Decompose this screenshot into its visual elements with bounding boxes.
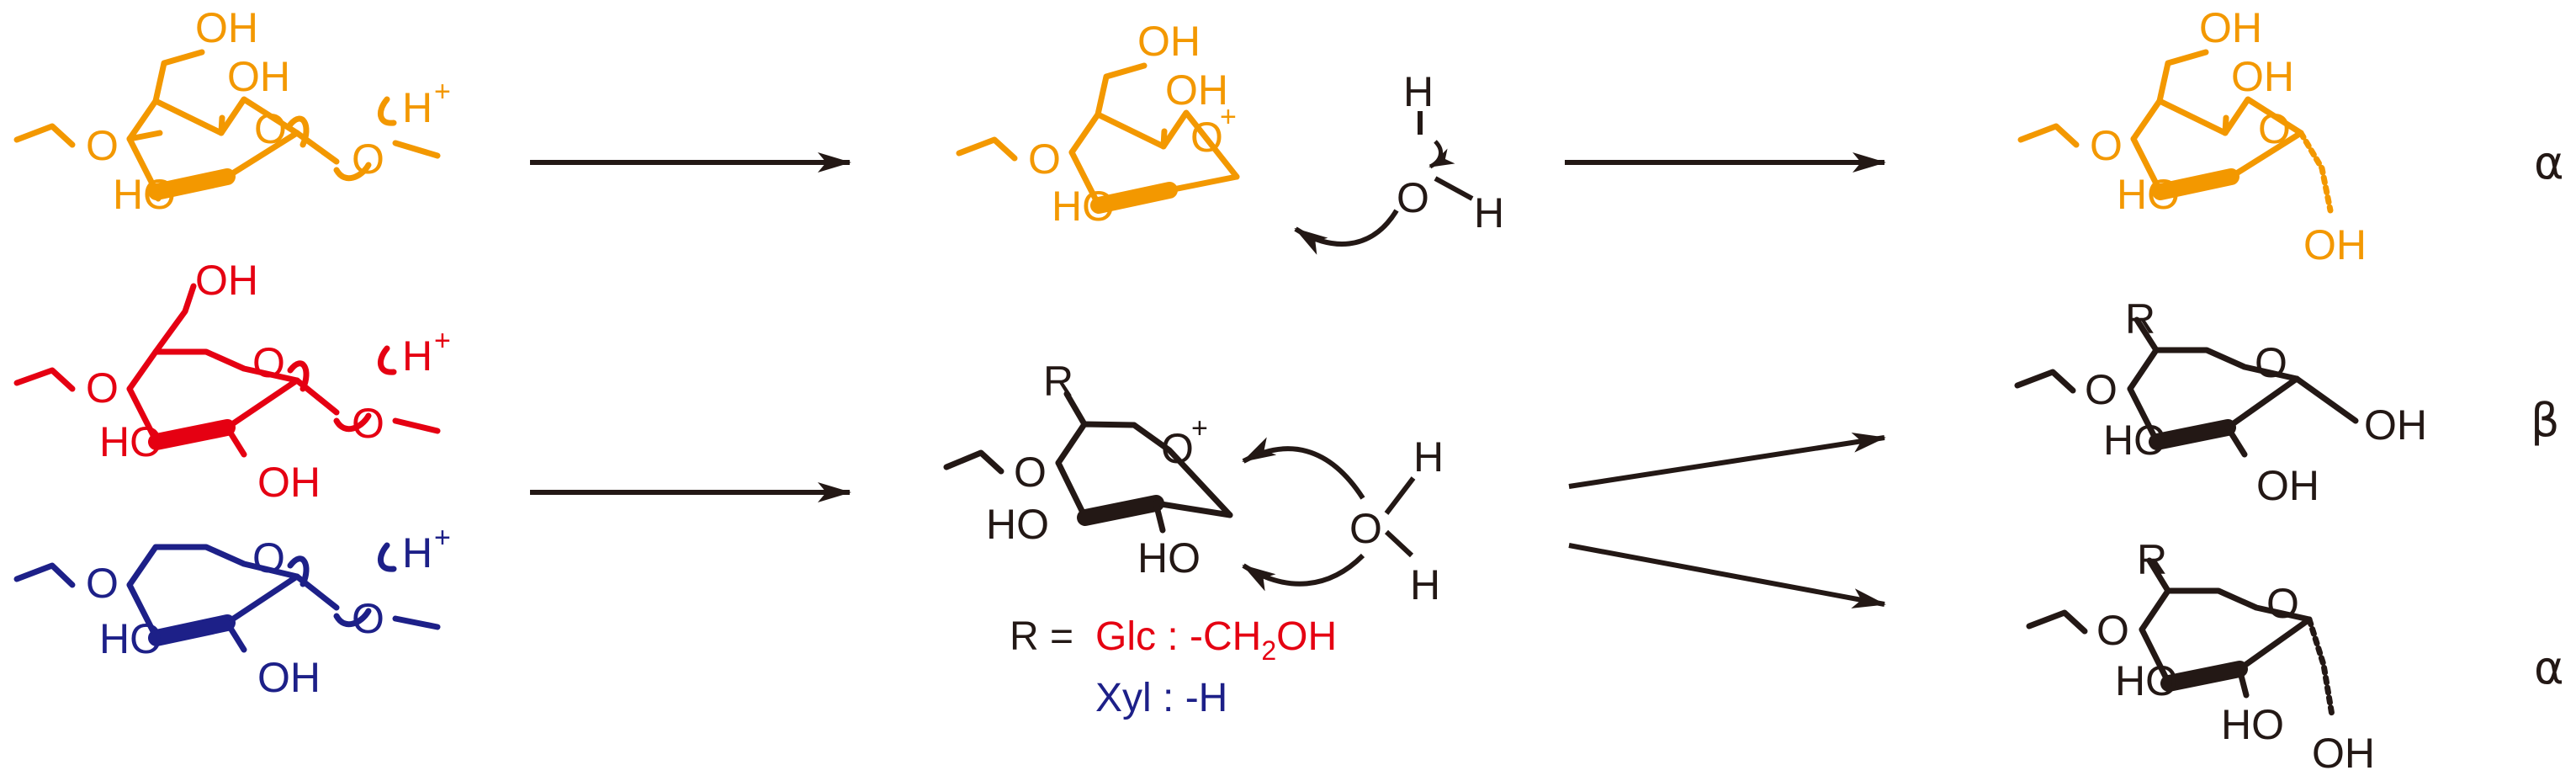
- o-label: O: [2085, 366, 2118, 413]
- r-label: R: [2137, 536, 2167, 583]
- oh-label: OH: [2231, 53, 2294, 100]
- o-label: O: [2090, 122, 2123, 169]
- arrow-to-beta: [1568, 432, 1886, 489]
- anomer-label-beta: β: [2531, 394, 2559, 447]
- oh-label: OH: [227, 53, 290, 100]
- proton-label: H: [402, 84, 432, 131]
- r-label: R: [2125, 295, 2155, 343]
- proton-label: H: [402, 332, 432, 380]
- xylose-labels: O O HO OH O H +: [86, 522, 451, 701]
- ring-o-label: O: [252, 534, 285, 582]
- ho-label: HO: [99, 418, 162, 465]
- mannose-oxocarbenium-labels: OH OH O O + HO: [1028, 18, 1237, 230]
- oh-label: OH: [2364, 401, 2427, 449]
- curved-arrow: [1294, 209, 1399, 255]
- oh-label: OH: [1137, 18, 1201, 65]
- ring-o-label: O: [2258, 105, 2291, 152]
- ho-label: HO: [99, 615, 162, 662]
- oh-label: OH: [2199, 4, 2262, 51]
- water-molecule-top: H O H: [1294, 68, 1504, 255]
- curved-arrow: [1242, 553, 1365, 592]
- alpha-product-bottom-labels: R O O HO HO OH: [2096, 536, 2375, 777]
- anomer-label-alpha-top: α: [2534, 136, 2564, 189]
- legend-xyl: Xyl : -H: [1095, 676, 1227, 720]
- ho-label: HO: [2115, 657, 2178, 704]
- water-o-label: O: [1349, 505, 1382, 552]
- ho-label: HO: [2117, 171, 2180, 218]
- ho-label: HO: [986, 501, 1049, 548]
- water-o-label: O: [1397, 174, 1429, 221]
- legend-glc: Glc : -CH2OH: [1095, 614, 1337, 666]
- mannose-labels: OH OH O O HO O H +: [86, 4, 451, 218]
- ring-o-label: O: [1190, 114, 1223, 161]
- oh-label: OH: [257, 654, 321, 701]
- glc-xyl-oxocarbenium-labels: R O O + HO HO: [986, 358, 1208, 582]
- plus-label: +: [434, 325, 451, 357]
- alpha-product-bottom: [2026, 557, 2335, 719]
- glycosidic-o-label: O: [352, 595, 384, 642]
- o-label: O: [86, 560, 119, 607]
- ring-o-label: O: [254, 105, 287, 152]
- plus-label: +: [1191, 412, 1208, 444]
- h-label: H: [1474, 189, 1504, 236]
- ring-o-label: O: [252, 339, 285, 386]
- xylose-substrate: [13, 542, 441, 653]
- glc-xyl-oxocarbenium: [943, 390, 1233, 534]
- ho-label: HO: [113, 171, 176, 218]
- reaction-arrows: [530, 152, 1886, 608]
- plus-label: +: [434, 76, 451, 108]
- oh-label: OH: [2312, 730, 2375, 777]
- plus-label: +: [434, 522, 451, 554]
- mannose-oxocarbenium: [956, 62, 1240, 214]
- r-label: R: [1043, 358, 1073, 405]
- h-label: H: [1413, 433, 1444, 481]
- ring-o-label: O: [2255, 339, 2287, 386]
- mannose-product-labels: OH OH O O HO OH: [2090, 4, 2367, 268]
- beta-product-labels: R O O HO OH OH: [2085, 295, 2427, 509]
- oh-label: OH: [195, 4, 258, 51]
- o-label: O: [1014, 449, 1047, 496]
- arrow-to-alpha: [1568, 543, 1886, 608]
- mannose-product: [2017, 49, 2334, 214]
- ho-label: HO: [1052, 183, 1115, 230]
- proton-label: H: [402, 529, 432, 576]
- ring-o-label: O: [1161, 425, 1194, 472]
- anomer-label-alpha-bottom: α: [2534, 641, 2564, 694]
- beta-product: [2014, 316, 2359, 458]
- o-label: O: [1028, 135, 1061, 183]
- ho-label: HO: [2103, 417, 2166, 464]
- glycosidic-o-label: O: [352, 400, 384, 447]
- glucose-labels: OH O O HO OH O H +: [86, 257, 451, 506]
- oh-label: OH: [195, 257, 258, 304]
- ho-label: HO: [2221, 701, 2284, 748]
- ho-label: HO: [1137, 534, 1201, 582]
- glucose-substrate: [13, 283, 441, 458]
- legend-r-prefix: R =: [1010, 614, 1073, 659]
- oh-label: OH: [2256, 462, 2319, 509]
- water-molecule-bottom: H O H: [1242, 433, 1444, 608]
- plus-label: +: [1220, 101, 1237, 133]
- h-label: H: [1403, 68, 1434, 115]
- o-label: O: [2096, 607, 2129, 654]
- o-label: O: [86, 364, 119, 412]
- oh-label: OH: [2303, 221, 2367, 268]
- oh-label: OH: [1165, 66, 1228, 114]
- mannose-substrate: [13, 49, 441, 202]
- ring-o-label: O: [2266, 580, 2299, 627]
- glycosidic-o-label: O: [352, 135, 384, 183]
- o-label: O: [86, 122, 119, 169]
- h-label: H: [1410, 561, 1440, 608]
- oh-label: OH: [257, 459, 321, 506]
- substituent-legend: R = Glc : -CH2OH Xyl : -H: [1010, 614, 1337, 720]
- curved-arrow: [1242, 437, 1365, 500]
